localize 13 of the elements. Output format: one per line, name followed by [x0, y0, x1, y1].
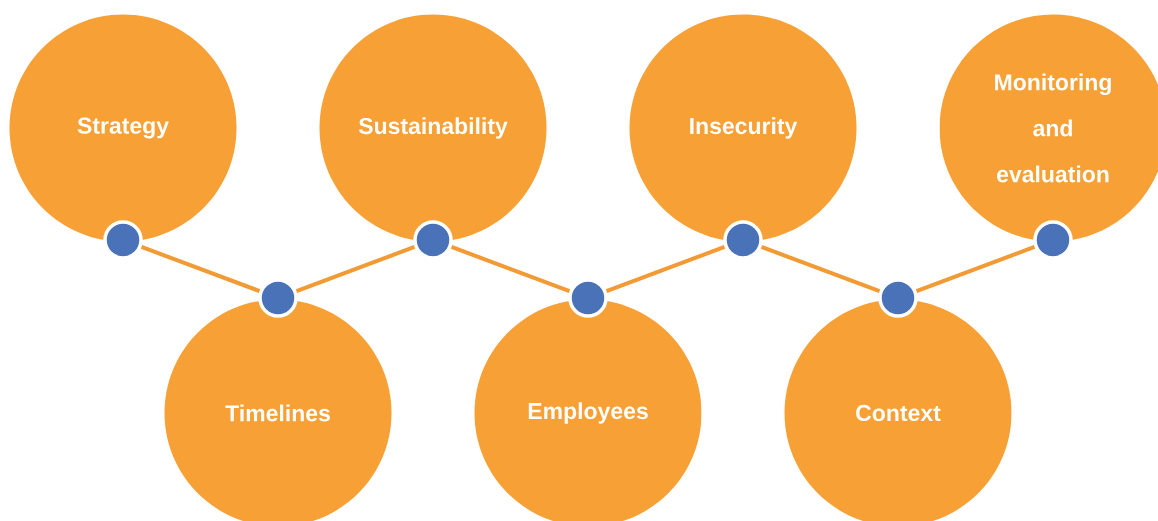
- connector-line: [760, 245, 881, 293]
- connector-dot: [878, 278, 918, 318]
- connector-line: [915, 245, 1036, 293]
- connector-line: [450, 245, 571, 293]
- connector-dot: [723, 220, 763, 260]
- connector-dot: [568, 278, 608, 318]
- connector-dot: [258, 278, 298, 318]
- connector-dot: [413, 220, 453, 260]
- connector-dot: [103, 220, 143, 260]
- connector-line: [605, 245, 726, 293]
- connector-line: [295, 245, 416, 293]
- connector-line: [140, 245, 261, 293]
- connector-dot: [1033, 220, 1073, 260]
